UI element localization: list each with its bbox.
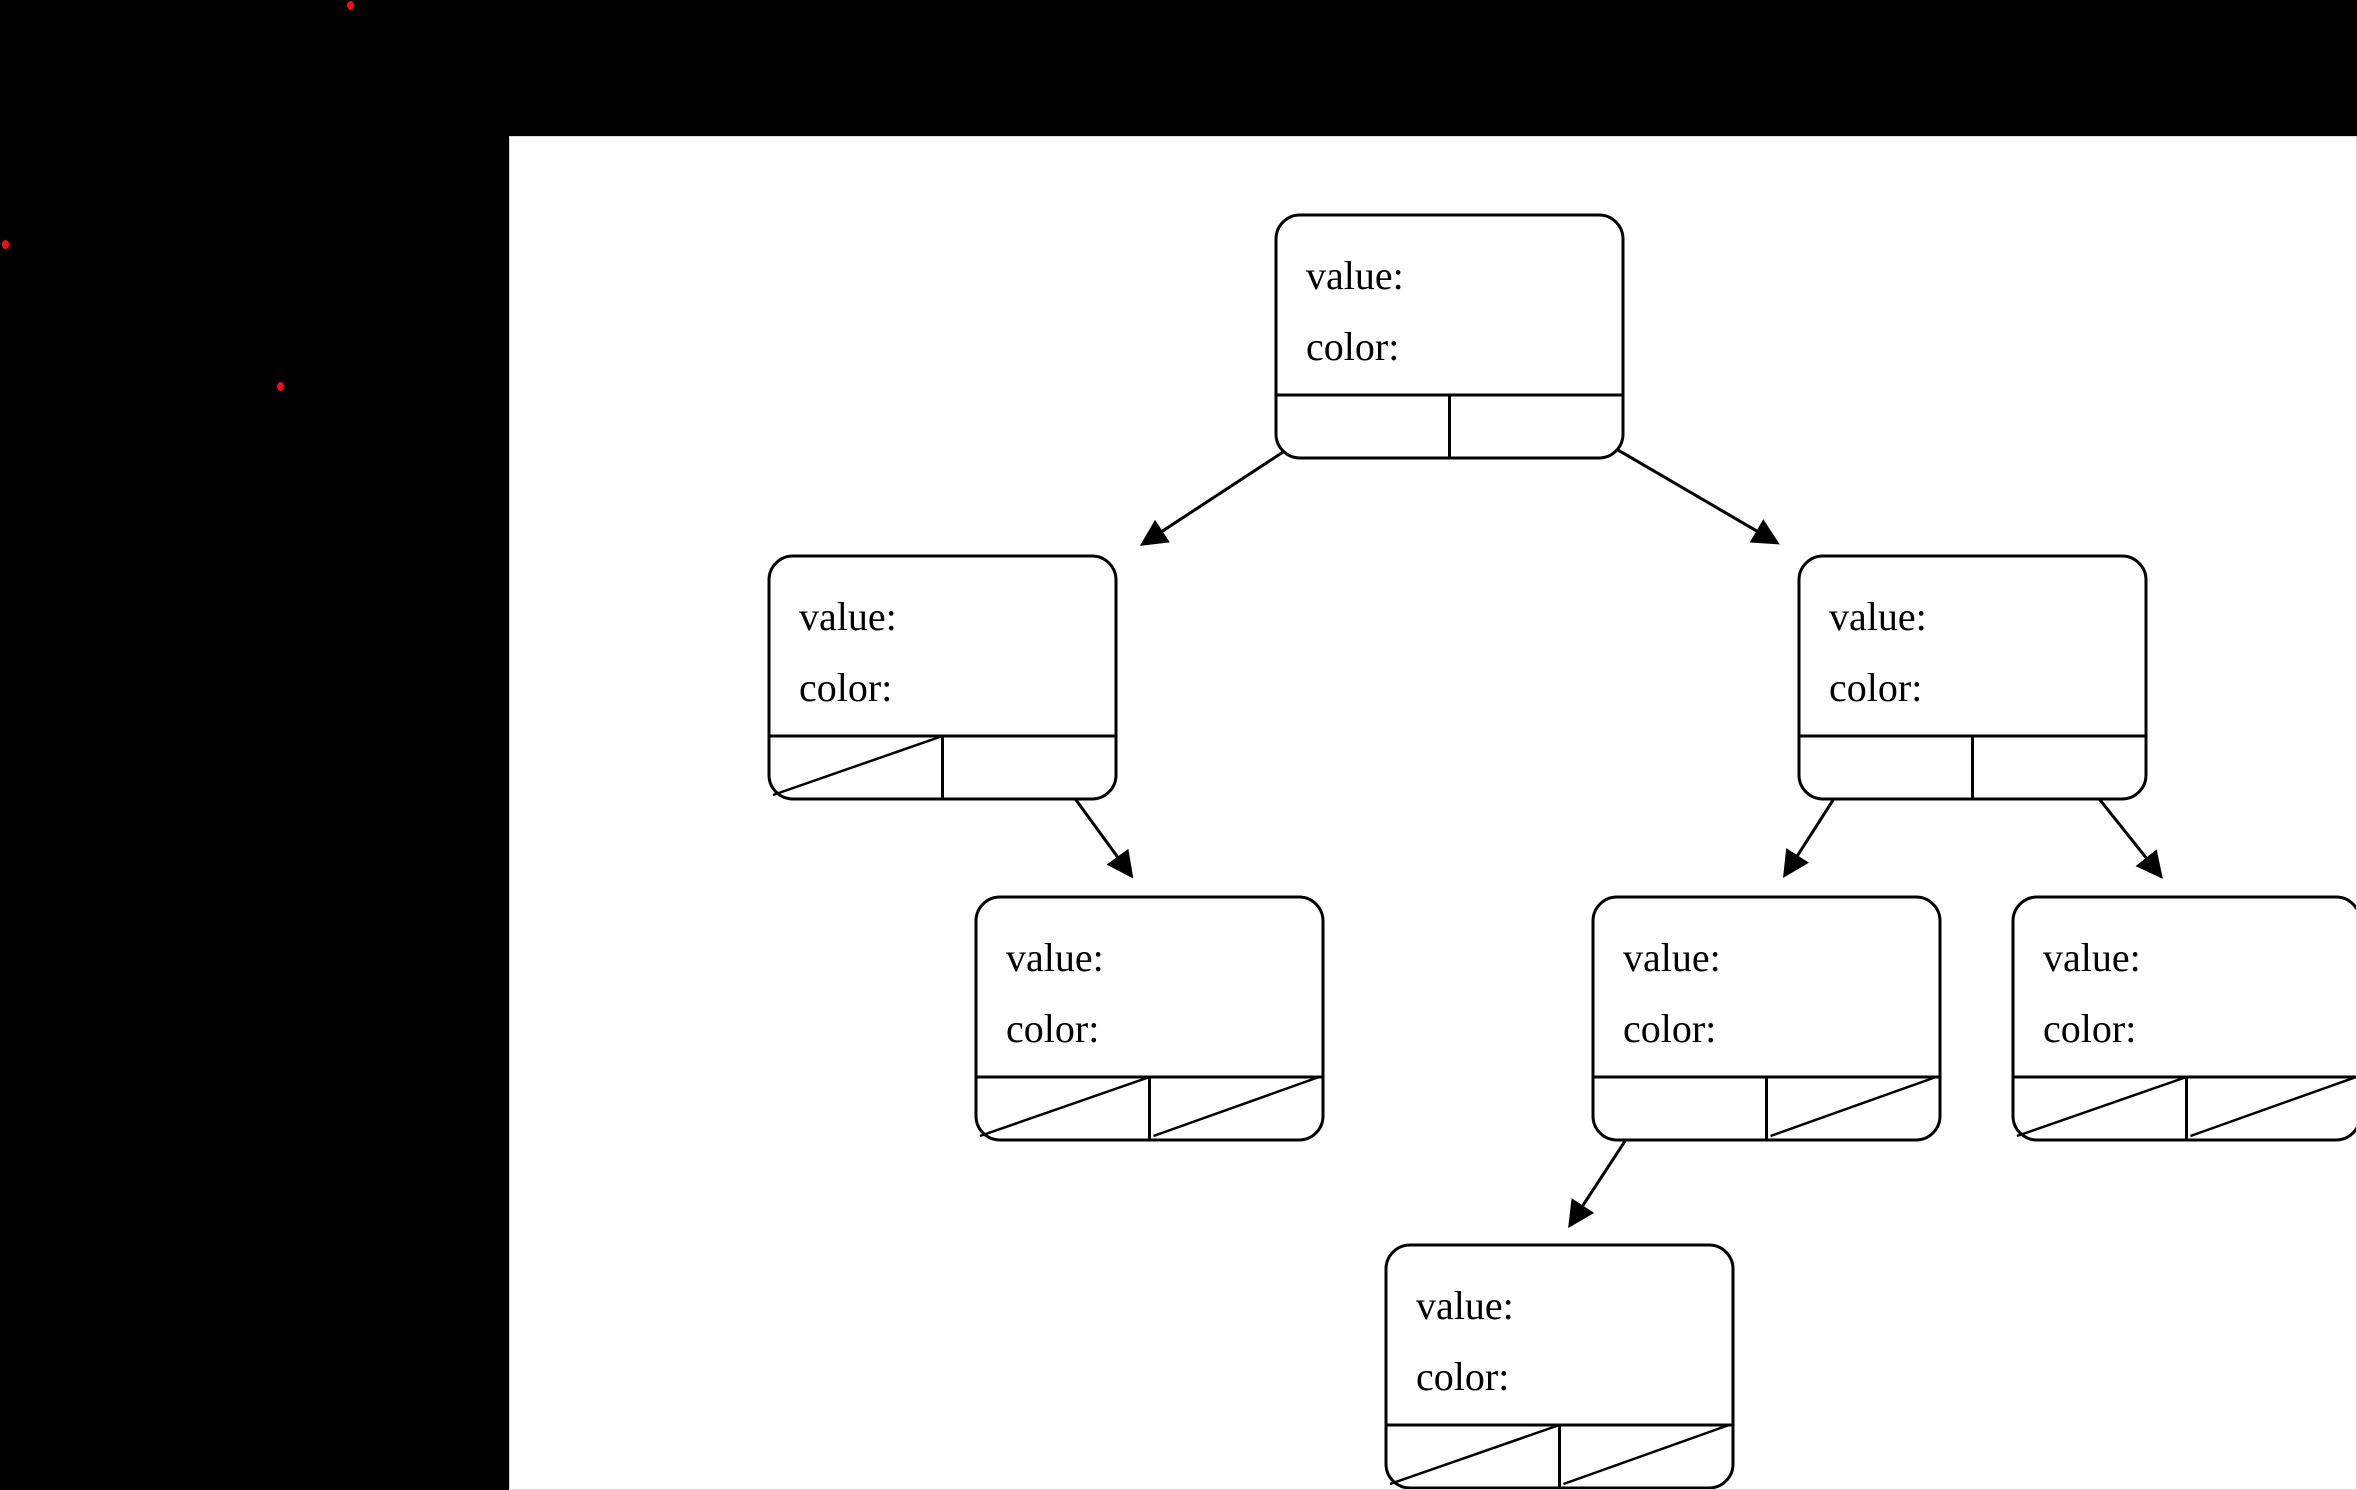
tree-node-left[interactable]: value: color: — [767, 554, 1118, 801]
cursor-marker-top — [347, 1, 354, 10]
tree-node-left-right[interactable]: value: color: — [974, 895, 1325, 1142]
tree-node-left-right-value-label: value: — [1006, 935, 1104, 980]
tree-node-right-right-left-null-slash — [2016, 1075, 2187, 1138]
tree-node-left-left-null-slash — [772, 734, 943, 797]
tree-diagram-svg: value:color:value:color:value:color:valu… — [767, 213, 2357, 1489]
tree-node-left-right-color-label: color: — [1006, 1006, 1099, 1051]
tree-node-root[interactable]: value: color: — [1274, 213, 1625, 460]
tree-node-right-left-value-label: value: — [1623, 935, 1721, 980]
tree-node-root-value-label: value: — [1306, 253, 1404, 298]
tree-node-right-right[interactable]: value: color: — [2011, 895, 2357, 1142]
diagram-canvas: value:color:value:color:value:color:valu… — [509, 136, 2357, 1490]
cursor-marker-left — [2, 240, 9, 249]
tree-node-left-right-left-null-slash — [979, 1075, 1150, 1138]
tree-node-left-right-right-null-slash — [1153, 1075, 1320, 1138]
tree-node-right-left[interactable]: value: color: — [1591, 895, 1942, 1142]
tree-node-right[interactable]: value: color: — [1797, 554, 2148, 801]
tree-node-right-value-label: value: — [1829, 594, 1927, 639]
tree-node-right-left-color-label: color: — [1623, 1006, 1716, 1051]
tree-node-deep-value-label: value: — [1416, 1283, 1514, 1328]
cursor-marker-middle — [277, 382, 284, 391]
tree-node-deep-right-null-slash — [1563, 1423, 1730, 1486]
tree-node-deep-left-null-slash — [1389, 1423, 1560, 1486]
tree-node-right-color-label: color: — [1829, 665, 1922, 710]
tree-node-deep[interactable]: value: color: — [1384, 1243, 1735, 1489]
tree-node-deep-color-label: color: — [1416, 1354, 1509, 1399]
tree-node-right-right-color-label: color: — [2043, 1006, 2136, 1051]
tree-node-right-left-right-null-slash — [1770, 1075, 1937, 1138]
tree-node-left-color-label: color: — [799, 665, 892, 710]
tree-node-right-right-value-label: value: — [2043, 935, 2141, 980]
node-layer: value:color:value:color:value:color:valu… — [767, 213, 2357, 1489]
tree-node-left-value-label: value: — [799, 594, 897, 639]
tree-node-right-right-right-null-slash — [2190, 1075, 2356, 1138]
tree-node-root-color-label: color: — [1306, 324, 1399, 369]
